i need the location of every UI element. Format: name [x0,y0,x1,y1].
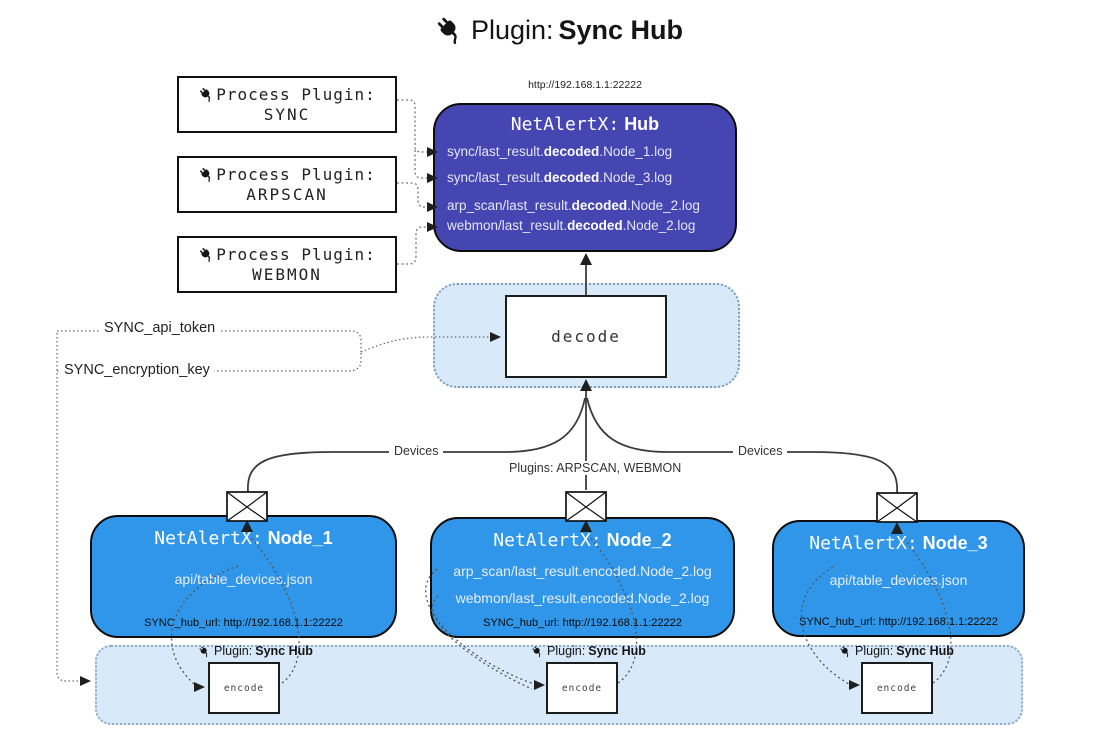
node-file: api/table_devices.json [829,572,968,588]
page-title-name: Sync Hub [558,14,684,45]
encode-band-label: Plugin: Sync Hub [839,644,954,658]
node-file: webmon/last_result.encoded.Node_2.log [455,590,710,606]
process-plugin-name: SYNC [263,105,311,124]
process-plugin-label: Process Plugin: [216,165,376,184]
node-title: NetAlertX: Node_1 [154,528,333,549]
encode-box: encode [861,662,933,714]
process-plugin-name: WEBMON [252,265,322,284]
plug-icon [198,246,215,263]
node-title: NetAlertX: Node_2 [493,530,672,551]
node-box-node-1: NetAlertX: Node_1 api/table_devices.json… [90,515,397,638]
process-plugin-label: Process Plugin: [216,85,376,104]
encode-band-label: Plugin: Sync Hub [198,644,313,658]
process-plugin-header: Process Plugin: [198,165,376,184]
edge-label-plugins: Plugins: ARPSCAN, WEBMON [504,461,687,475]
node-hub-url: SYNC_hub_url: http://192.168.1.1:22222 [483,617,682,629]
hub-log-line: arp_scan/last_result.decoded.Node_2.log [447,198,700,213]
setting-label-api-token: SYNC_api_token [100,320,220,336]
plug-icon [531,645,544,658]
process-plugin-header: Process Plugin: [198,245,376,264]
plug-icon [434,14,466,46]
envelope-icon [876,492,918,523]
edge-label-devices-right: Devices [733,444,788,458]
hub-title-prefix: NetAlertX: [510,114,620,135]
hub-title: NetAlertX: Hub [435,114,735,135]
hub-url-label: http://192.168.1.1:22222 [528,79,642,91]
process-plugin-box-sync: Process Plugin: SYNC [177,76,397,133]
page-title: Plugin: Sync Hub [0,14,1117,46]
encode-box: encode [546,662,618,714]
encode-box: encode [208,662,280,714]
node-hub-url: SYNC_hub_url: http://192.168.1.1:22222 [799,616,998,628]
plug-icon [198,86,215,103]
node-title: NetAlertX: Node_3 [809,533,988,554]
process-plugin-name: ARPSCAN [246,185,328,204]
plug-icon [198,645,211,658]
hub-box: NetAlertX: Hub sync/last_result.decoded.… [433,103,737,252]
process-plugin-box-webmon: Process Plugin: WEBMON [177,236,397,293]
node-box-node-2: NetAlertX: Node_2 arp_scan/last_result.e… [430,517,735,638]
hub-title-name: Hub [624,114,660,134]
setting-label-encryption-key: SYNC_encryption_key [60,362,214,378]
decode-label: decode [551,327,621,346]
process-plugin-header: Process Plugin: [198,85,376,104]
plug-icon [839,645,852,658]
node-box-node-3: NetAlertX: Node_3 api/table_devices.json… [772,520,1025,637]
node-hub-url: SYNC_hub_url: http://192.168.1.1:22222 [144,617,343,629]
plug-icon [198,166,215,183]
edge-label-devices-left: Devices [389,444,444,458]
page-title-prefix: Plugin: [470,14,554,45]
hub-log-line: sync/last_result.decoded.Node_1.log [447,144,673,159]
node-file: api/table_devices.json [174,571,313,587]
process-plugin-label: Process Plugin: [216,245,376,264]
encode-band-label: Plugin: Sync Hub [531,644,646,658]
plugin-to-hub-connectors [397,99,427,265]
hub-log-line: sync/last_result.decoded.Node_3.log [447,170,673,185]
decode-box: decode [505,295,667,378]
hub-log-line: webmon/last_result.decoded.Node_2.log [447,218,696,233]
node-file: arp_scan/last_result.encoded.Node_2.log [453,563,712,579]
process-plugin-box-arpscan: Process Plugin: ARPSCAN [177,156,397,213]
